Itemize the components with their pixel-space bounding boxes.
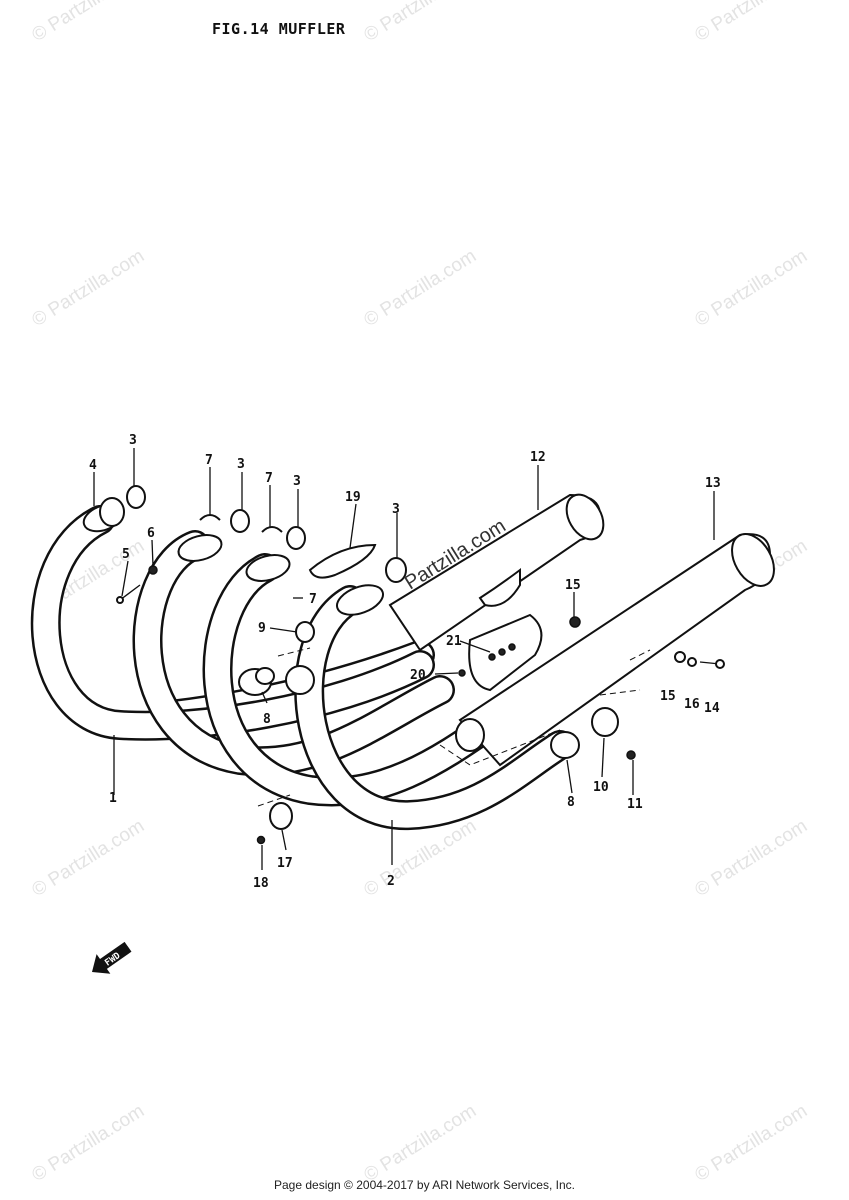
gasket-3d[interactable] — [385, 557, 407, 583]
keeper-7b[interactable] — [261, 526, 283, 533]
nut-6[interactable] — [148, 565, 158, 575]
assembly-lines — [257, 647, 651, 807]
footer-copyright: Page design © 2004-2017 by ARI Network S… — [273, 1178, 575, 1192]
callout-label: 8 — [263, 712, 271, 727]
heat-shield-21[interactable] — [468, 613, 543, 692]
callout-label: 10 — [593, 780, 609, 795]
callout-label: 2 — [387, 874, 395, 889]
callout-label: 14 — [704, 701, 720, 716]
callout-label: 13 — [705, 476, 721, 491]
callout-labels: 1 2 3 3 3 3 4 5 6 7 7 7 8 8 9 10 11 12 1… — [89, 433, 721, 891]
callout-label: 3 — [392, 502, 400, 517]
nut-15a[interactable] — [569, 616, 581, 628]
gasket-3c[interactable] — [286, 526, 306, 550]
callout-label: 4 — [89, 458, 97, 473]
callout-label: 3 — [237, 457, 245, 472]
callout-label: 19 — [345, 490, 361, 505]
callout-label: 1 — [109, 791, 117, 806]
callout-label: 18 — [253, 876, 269, 891]
connector-sleeve-8a[interactable] — [238, 667, 275, 696]
gasket-3a[interactable] — [126, 485, 146, 509]
clamp-10[interactable] — [591, 707, 619, 737]
figure-title: FIG.14 MUFFLER — [212, 20, 346, 38]
bolt-11[interactable] — [626, 750, 636, 760]
bolt-18[interactable] — [256, 835, 266, 845]
callout-label: 15 — [660, 689, 676, 704]
callout-label: 20 — [410, 668, 426, 683]
callout-label: 3 — [293, 474, 301, 489]
callout-label: 6 — [147, 526, 155, 541]
clamp-17[interactable] — [269, 802, 293, 830]
exhaust-pipe-2[interactable] — [202, 553, 575, 831]
pipe-clamp-7b[interactable] — [244, 551, 293, 586]
muffler-13[interactable] — [458, 527, 783, 767]
leader-lines — [93, 448, 715, 870]
gasket-19[interactable] — [308, 543, 377, 579]
muffler-12[interactable] — [388, 488, 611, 652]
callout-label: 11 — [627, 797, 643, 812]
pipe-clamp-7a[interactable] — [176, 531, 225, 566]
callout-label: 12 — [530, 450, 546, 465]
callout-label: 8 — [567, 795, 575, 810]
keeper-7a[interactable] — [199, 514, 221, 521]
callout-label: 7 — [309, 592, 317, 607]
callout-label: 3 — [129, 433, 137, 448]
bolt-5[interactable] — [116, 584, 141, 604]
callout-label: 16 — [684, 697, 700, 712]
nut-15b[interactable] — [674, 651, 686, 663]
callout-label: 9 — [258, 621, 266, 636]
center-clamp[interactable] — [285, 665, 485, 752]
callout-label: 5 — [122, 547, 130, 562]
callout-label: 15 — [565, 578, 581, 593]
pipe-clamp-4[interactable] — [80, 497, 126, 536]
callout-label: 7 — [265, 471, 273, 486]
callout-label: 21 — [446, 634, 462, 649]
screw-20[interactable] — [458, 669, 466, 677]
callout-label: 7 — [205, 453, 213, 468]
callout-label: 17 — [277, 856, 293, 871]
bolt-14[interactable] — [699, 659, 725, 669]
fwd-arrow-icon: FWD — [92, 941, 132, 974]
connector-sleeve-8b[interactable] — [550, 731, 580, 759]
washer-16[interactable] — [687, 657, 697, 667]
clamp-9[interactable] — [295, 621, 315, 643]
pipe-clamp-main[interactable] — [333, 580, 387, 621]
gasket-3b[interactable] — [230, 509, 250, 533]
